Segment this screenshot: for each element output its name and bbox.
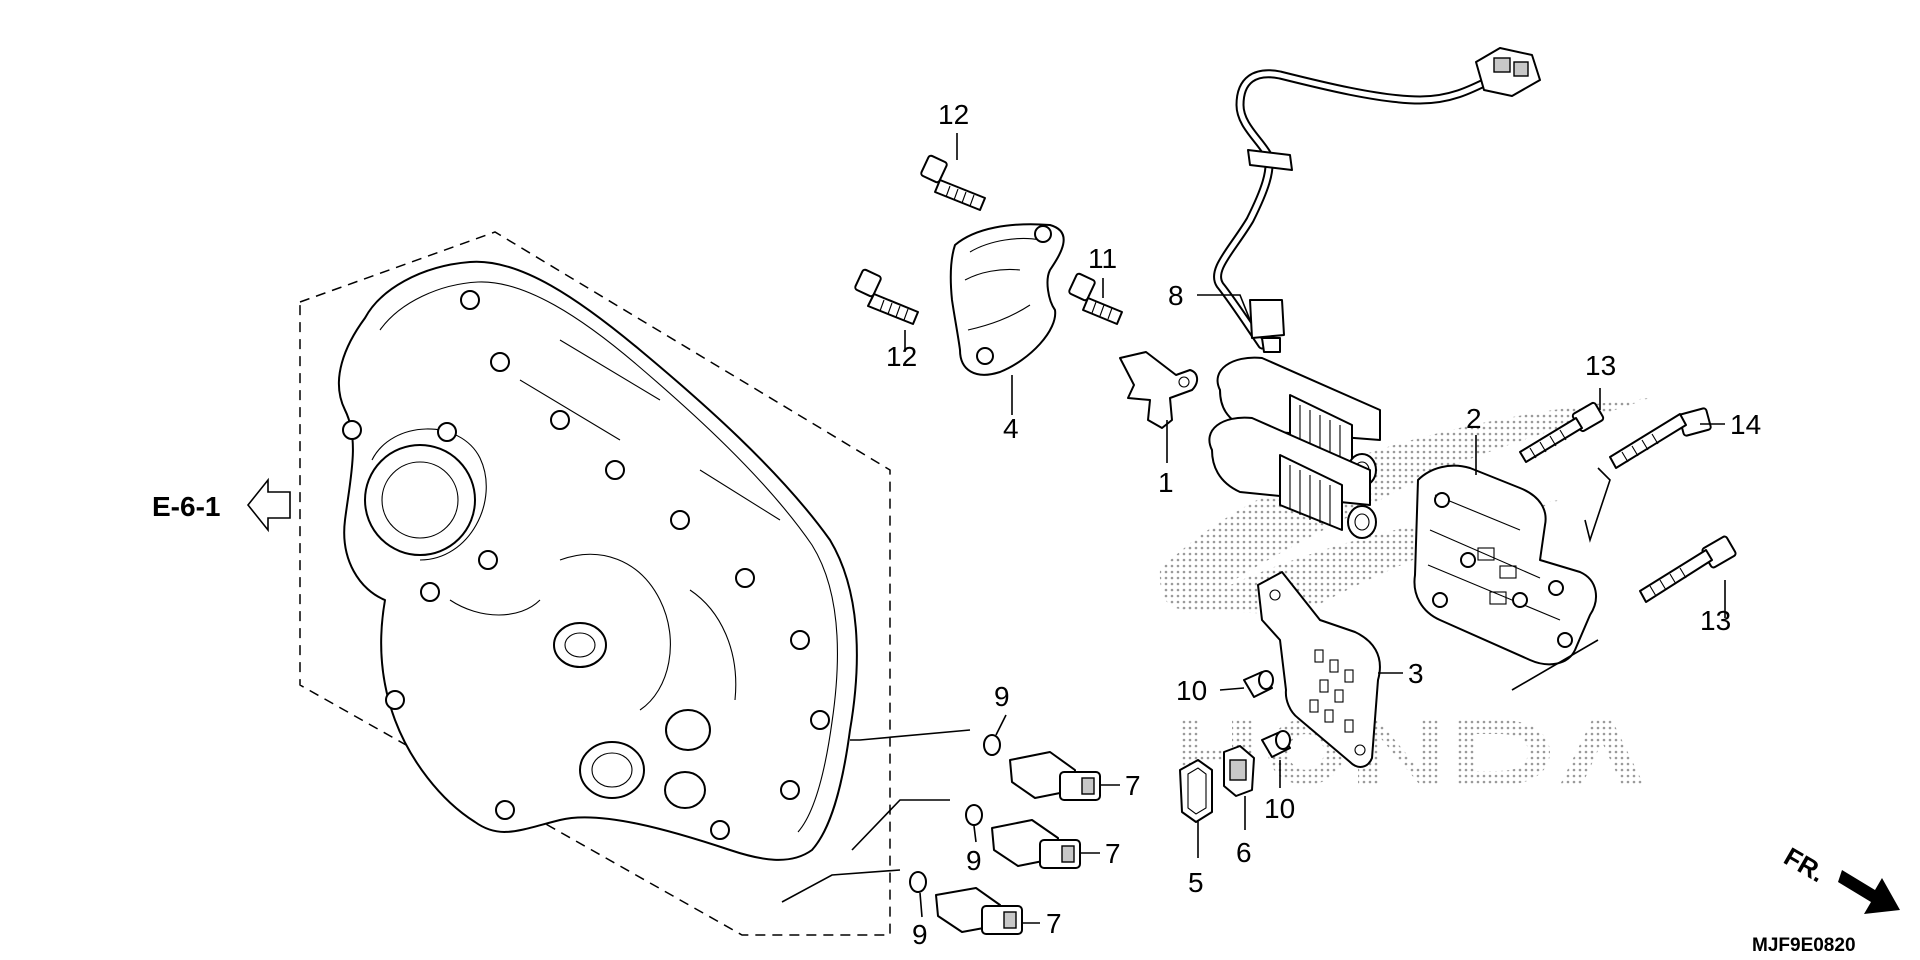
arrow-forward-icon xyxy=(1838,870,1900,914)
callout-4[interactable]: 4 xyxy=(1003,413,1019,444)
bolt-14 xyxy=(1609,407,1712,469)
callout-5[interactable]: 5 xyxy=(1188,867,1204,898)
oil-pressure-switch-middle xyxy=(851,799,1081,869)
assembly-boundary xyxy=(299,231,891,936)
dowel-pin-10-lower xyxy=(1261,730,1291,758)
callout-10-upper[interactable]: 10 xyxy=(1176,675,1207,706)
callout-12-lower[interactable]: 12 xyxy=(886,341,917,372)
callout-9-upper[interactable]: 9 xyxy=(994,681,1010,712)
hollow-arrow-left-icon xyxy=(246,477,291,533)
bolt-12-lower xyxy=(854,268,919,325)
callout-9-lower[interactable]: 9 xyxy=(912,919,928,950)
wire-harness-8 xyxy=(1213,47,1541,353)
bolt-11 xyxy=(1068,272,1123,325)
callout-6[interactable]: 6 xyxy=(1236,837,1252,868)
callout-7-upper[interactable]: 7 xyxy=(1125,770,1141,801)
bolt-12-upper xyxy=(920,154,986,211)
valve-body-2 xyxy=(1413,464,1611,691)
gasket-5 xyxy=(1179,759,1213,823)
bolt-13-upper xyxy=(1519,401,1605,463)
oil-filter-6 xyxy=(1223,745,1255,797)
oil-pressure-switch-lower xyxy=(781,869,1023,935)
callout-7-middle[interactable]: 7 xyxy=(1105,838,1121,869)
callout-11[interactable]: 11 xyxy=(1088,243,1117,274)
oil-pressure-switch-upper xyxy=(850,729,1101,801)
reference-arrow[interactable]: E-6-1 xyxy=(152,477,291,533)
callout-9-middle[interactable]: 9 xyxy=(966,845,982,876)
callout-13-upper[interactable]: 13 xyxy=(1585,350,1616,381)
bracket-1 xyxy=(1119,351,1198,429)
gearbox-cover xyxy=(337,260,858,861)
bolt-13-lower xyxy=(1639,535,1737,603)
callouts: 12 12 4 11 8 1 13 2 14 13 3 10 10 6 5 7 … xyxy=(886,99,1761,950)
front-direction-indicator: FR. xyxy=(1779,841,1900,914)
callout-10-lower[interactable]: 10 xyxy=(1264,793,1295,824)
separator-plate-3 xyxy=(1257,571,1381,768)
dowel-pin-10-upper xyxy=(1243,670,1274,698)
front-label: FR. xyxy=(1779,841,1830,888)
callout-7-lower[interactable]: 7 xyxy=(1046,908,1062,939)
solenoid-cover-plate xyxy=(949,223,1065,376)
callout-1[interactable]: 1 xyxy=(1158,467,1174,498)
solenoid-cylinders xyxy=(1208,356,1381,539)
leader-lines xyxy=(904,133,1726,924)
callout-8[interactable]: 8 xyxy=(1168,280,1184,311)
reference-label: E-6-1 xyxy=(152,491,220,522)
callout-3[interactable]: 3 xyxy=(1408,658,1424,689)
callout-12-upper[interactable]: 12 xyxy=(938,99,969,130)
callout-14[interactable]: 14 xyxy=(1730,409,1761,440)
diagram-code: MJF9E0820 xyxy=(1752,935,1856,956)
callout-13-lower[interactable]: 13 xyxy=(1700,605,1731,636)
callout-2[interactable]: 2 xyxy=(1466,403,1482,434)
